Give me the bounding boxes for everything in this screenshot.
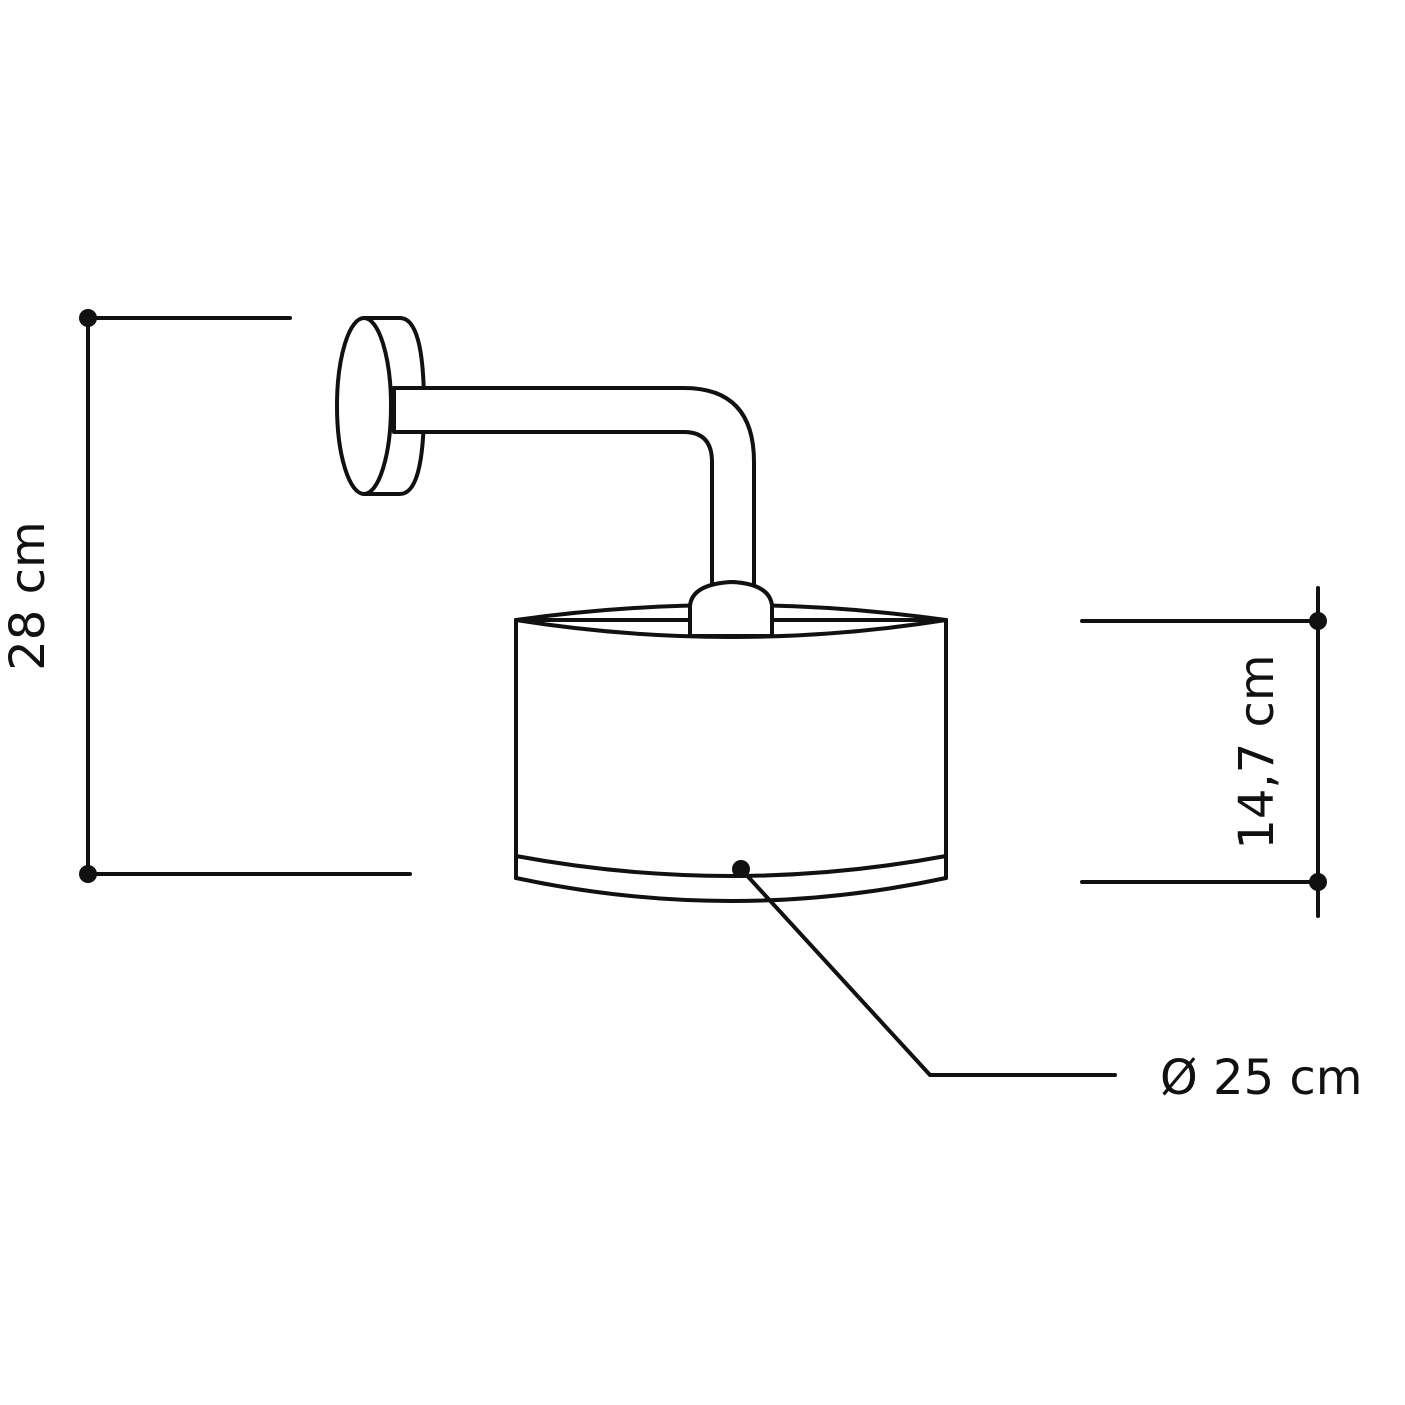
top-dot	[79, 309, 97, 327]
shade-height-label: 14,7 cm	[1229, 654, 1285, 849]
shade-top-dot	[1309, 612, 1327, 630]
wall-plate	[335, 316, 426, 496]
wall-plate-face	[335, 316, 393, 496]
arm-tube	[392, 386, 756, 602]
shade-height-dimension: 14,7 cm	[1080, 586, 1327, 918]
shade-body	[514, 618, 948, 896]
shade-bottom-dot	[1309, 873, 1327, 891]
diameter-leader: Ø 25 cm	[732, 860, 1363, 1106]
diameter-label: Ø 25 cm	[1160, 1050, 1363, 1106]
total-height-dimension: 28 cm	[0, 309, 412, 883]
bottom-dot	[79, 865, 97, 883]
diameter-leader-line	[739, 867, 1117, 1077]
lamp-arm	[392, 386, 756, 602]
total-height-label: 28 cm	[0, 521, 56, 670]
drum-shade	[514, 580, 948, 903]
